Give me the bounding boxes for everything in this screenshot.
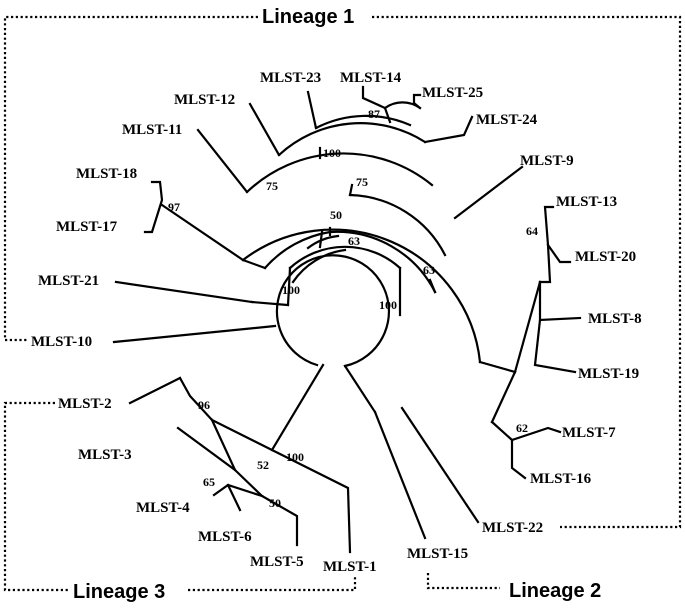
bootstrap-62: 62 [516, 421, 528, 435]
bootstrap-65: 65 [203, 475, 215, 489]
lineage-2-branches [373, 205, 582, 540]
backbone-branches [241, 101, 482, 452]
leaf-mlst-1: MLST-1 [323, 559, 377, 575]
leaf-mlst-4: MLST-4 [136, 500, 190, 516]
leaf-mlst-8: MLST-8 [588, 311, 642, 327]
leaf-mlst-22: MLST-22 [482, 520, 543, 536]
lineage-1-label: Lineage 1 [262, 6, 354, 28]
bootstrap-75-a: 75 [266, 179, 278, 193]
leaf-mlst-5: MLST-5 [250, 554, 304, 570]
leaf-mlst-12: MLST-12 [174, 92, 235, 108]
leaf-mlst-16: MLST-16 [530, 471, 592, 487]
lineage-3-label: Lineage 3 [73, 581, 165, 603]
bootstrap-50-low: 50 [269, 496, 281, 510]
lineage-2-label: Lineage 2 [509, 580, 601, 602]
bootstrap-87: 87 [368, 107, 380, 121]
leaf-mlst-18: MLST-18 [76, 166, 137, 182]
bootstrap-97: 97 [168, 200, 180, 214]
leaf-mlst-10: MLST-10 [31, 334, 92, 350]
bootstrap-75-b: 75 [356, 175, 368, 189]
bootstrap-100-left: 100 [282, 283, 300, 297]
bootstrap-100-low: 100 [286, 450, 304, 464]
lineage-2-bracket [426, 573, 500, 590]
leaf-mlst-25: MLST-25 [422, 85, 483, 101]
bootstrap-52: 52 [257, 458, 269, 472]
bootstrap-64: 64 [526, 224, 538, 238]
lineage-1-branches [112, 85, 524, 344]
leaf-mlst-2: MLST-2 [58, 396, 112, 412]
lineage-3-bracket [3, 401, 357, 592]
lineage-3-branches [128, 376, 352, 554]
leaf-mlst-14: MLST-14 [340, 70, 402, 86]
bootstrap-96: 96 [198, 398, 210, 412]
leaf-mlst-20: MLST-20 [575, 249, 636, 265]
bootstrap-100-right: 100 [379, 298, 397, 312]
leaf-mlst-15: MLST-15 [407, 546, 468, 562]
leaf-mlst-24: MLST-24 [476, 112, 538, 128]
leaf-mlst-21: MLST-21 [38, 273, 99, 289]
leaf-mlst-9: MLST-9 [520, 153, 574, 169]
leaf-mlst-6: MLST-6 [198, 529, 252, 545]
bootstrap-63-right: 63 [423, 263, 435, 277]
bootstrap-63-top: 63 [348, 234, 360, 248]
leaf-mlst-13: MLST-13 [556, 194, 617, 210]
leaf-mlst-19: MLST-19 [578, 366, 639, 382]
leaf-mlst-17: MLST-17 [56, 219, 118, 235]
lineage-1-bracket [3, 15, 682, 529]
leaf-mlst-3: MLST-3 [78, 447, 132, 463]
bootstrap-50-top: 50 [330, 208, 342, 222]
leaf-mlst-7: MLST-7 [562, 425, 616, 441]
bootstrap-100-top: 100 [323, 146, 341, 160]
leaf-mlst-11: MLST-11 [122, 122, 182, 138]
leaf-mlst-23: MLST-23 [260, 70, 321, 86]
